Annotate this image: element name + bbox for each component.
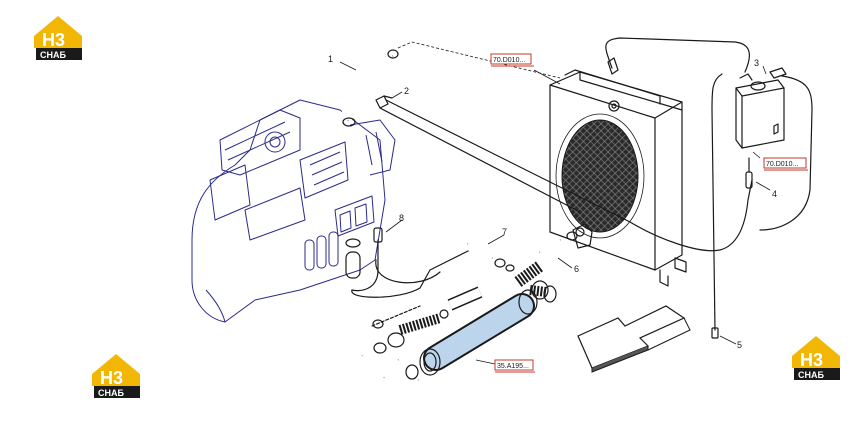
reference-label-text: 70.D010... (766, 161, 798, 168)
reference-label-text: 70.D010... (493, 57, 525, 64)
radiator-assembly (549, 69, 687, 287)
hose-part-1 (339, 49, 399, 127)
brand-logo: H3 СНАБ (792, 336, 840, 380)
reference-label[interactable]: 70.D010... (490, 53, 534, 67)
logo-word: СНАБ (798, 370, 824, 380)
hose-part-7 (465, 239, 515, 272)
radiator-core-mesh (561, 119, 639, 233)
hose-lines (351, 37, 813, 331)
hose-part-6 (537, 227, 585, 257)
logo-mark: H3 (42, 30, 65, 50)
brand-logo: H3 СНАБ (34, 16, 82, 60)
callout-5: 5 (737, 340, 742, 350)
expansion-tank (735, 67, 787, 149)
logo-mark: H3 (100, 368, 123, 388)
corrugated-hose (398, 261, 547, 335)
hose-stub (345, 238, 361, 279)
leader-lines (339, 61, 771, 365)
logo-mark: H3 (800, 350, 823, 370)
direction-arrow (577, 305, 691, 373)
reference-label-text: 35.A195... (497, 363, 529, 370)
callout-2: 2 (404, 86, 409, 96)
callout-3: 3 (754, 58, 759, 68)
callout-1: 1 (328, 54, 333, 64)
brand-logo: H3 СНАБ (92, 354, 140, 398)
fitting-part-2 (375, 95, 393, 109)
callout-8: 8 (399, 213, 404, 223)
fitting-part-8 (373, 227, 383, 243)
reference-label[interactable]: 35.A195... (494, 359, 535, 373)
fitting-part-4 (745, 157, 753, 189)
straight-hose (447, 286, 483, 311)
fitting-part-5 (711, 327, 719, 339)
callout-7: 7 (502, 227, 507, 237)
intake-hose-blue (419, 280, 557, 376)
small-fittings (371, 305, 449, 329)
callout-6: 6 (574, 264, 579, 274)
logo-word: СНАБ (98, 388, 124, 398)
engine-illustration (191, 99, 396, 323)
callout-4: 4 (772, 189, 777, 199)
logo-word: СНАБ (40, 50, 66, 60)
elbow-hoses (354, 332, 422, 399)
reference-label[interactable]: 70.D010... (763, 157, 808, 171)
